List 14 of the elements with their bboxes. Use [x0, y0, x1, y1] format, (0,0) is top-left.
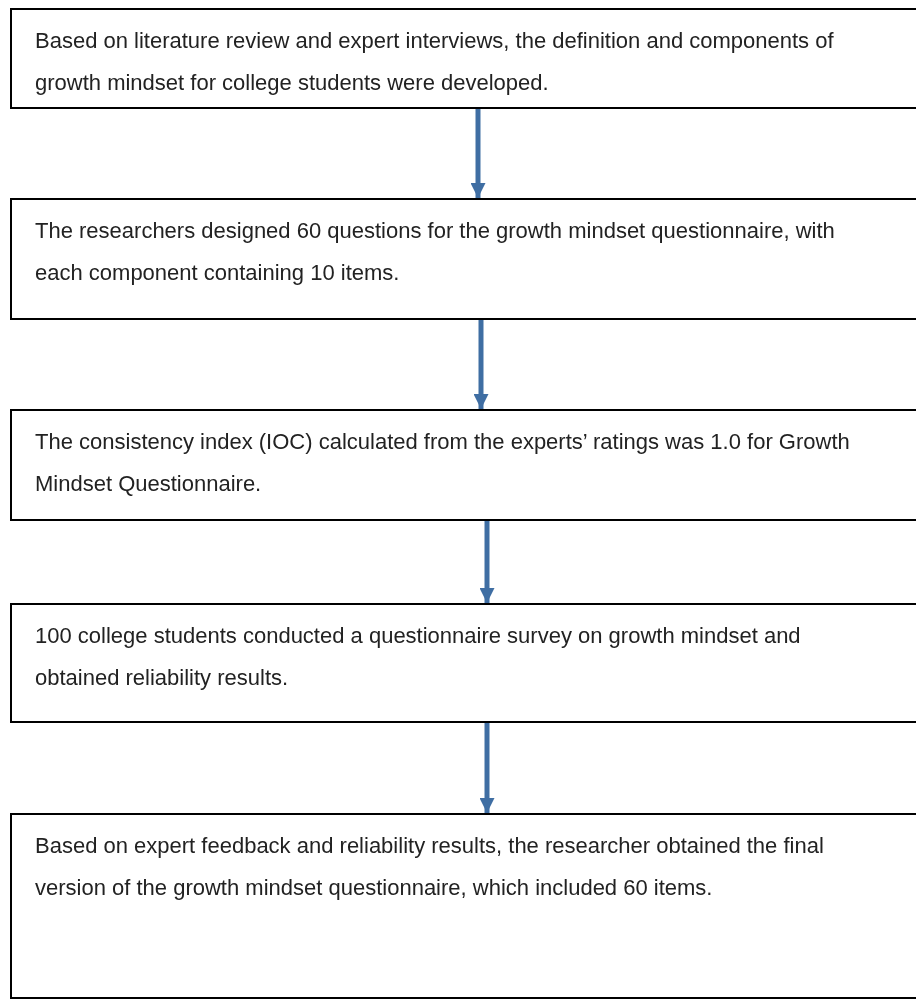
process-box — [10, 8, 916, 109]
arrow — [470, 109, 486, 198]
arrow — [473, 320, 489, 409]
process-box — [10, 409, 916, 521]
process-box — [10, 813, 916, 999]
step-text: The consistency index (IOC) calculated from the experts’ ratings was 1.0 for Growth Mindset Questionnaire. — [35, 428, 851, 498]
process-box — [10, 603, 916, 723]
step-text: The researchers designed 60 questions for the growth mindset questionnaire, with each component containing 10 items. — [35, 217, 836, 287]
process-box — [10, 198, 916, 320]
arrow — [479, 521, 495, 603]
arrow — [479, 723, 495, 813]
step-text: Based on literature review and expert interviews, the definition and components of growth mindset for college students were developed. — [35, 27, 835, 97]
step-text: Based on expert feedback and reliability results, the researcher obtained the final version of the growth mindset questionnaire, which included 60 items. — [35, 832, 825, 902]
step-text: 100 college students conducted a questionnaire survey on growth mindset and obtained reliability results. — [35, 622, 802, 692]
